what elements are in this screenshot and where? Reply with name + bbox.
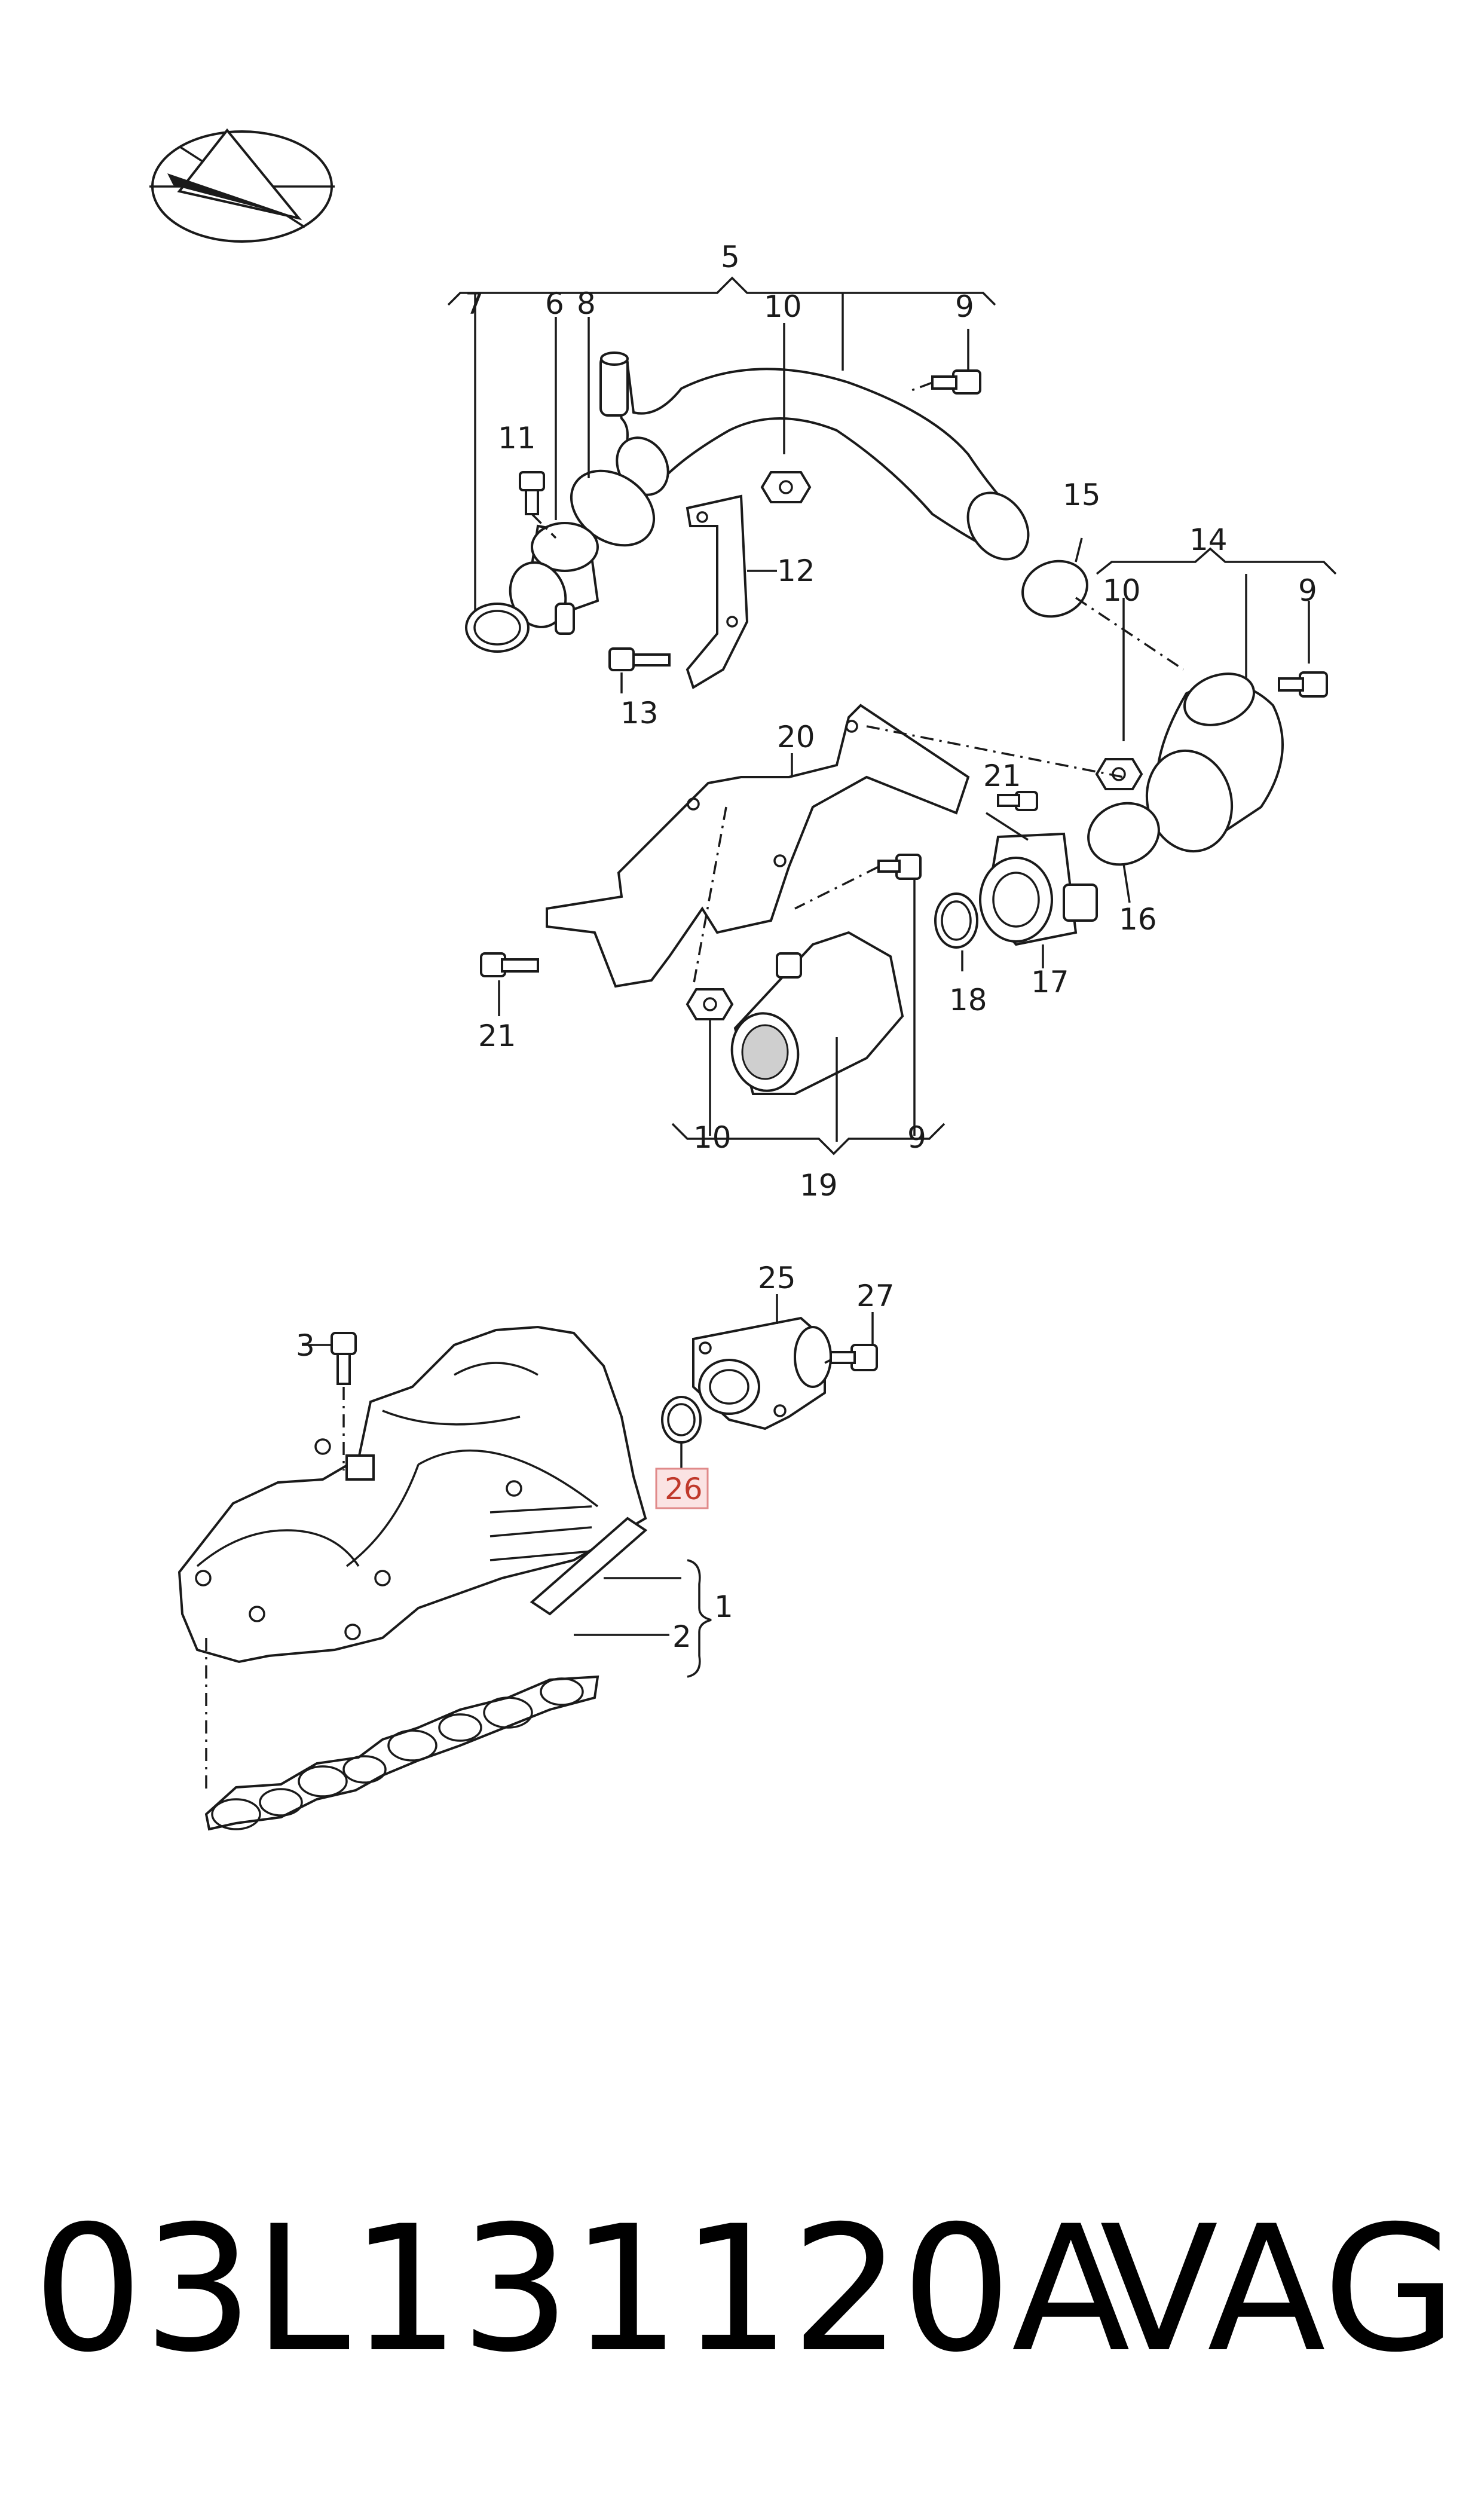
callout-14: 14 bbox=[1189, 522, 1228, 557]
callout-17: 17 bbox=[1031, 965, 1069, 999]
bolt-part-11 bbox=[519, 471, 545, 515]
bolt-part-13 bbox=[608, 647, 671, 671]
callout-3: 3 bbox=[296, 1328, 315, 1363]
sensor-part-17 bbox=[979, 832, 1098, 946]
callout-9-top: 9 bbox=[955, 289, 974, 324]
bolt-part-9-top bbox=[931, 369, 981, 395]
callout-9-lower: 9 bbox=[907, 1120, 926, 1155]
callout-25: 25 bbox=[758, 1261, 796, 1295]
bolt-part-9-lower bbox=[877, 854, 922, 880]
callout-26-highlight bbox=[655, 1468, 709, 1509]
clamp-part-16 bbox=[1087, 802, 1160, 866]
callout-5: 5 bbox=[721, 240, 740, 274]
gasket-strip bbox=[530, 1517, 648, 1616]
clamp-part-15 bbox=[1021, 560, 1088, 618]
nut-part-10-right bbox=[1095, 758, 1143, 790]
callout-15: 15 bbox=[1063, 478, 1101, 512]
callout-19: 19 bbox=[800, 1168, 838, 1203]
callout-8: 8 bbox=[577, 286, 596, 321]
bracket-part-12 bbox=[686, 494, 749, 689]
callout-10-lower: 10 bbox=[693, 1120, 732, 1155]
connector-part-6 bbox=[509, 522, 599, 635]
nut-part-10-lower bbox=[686, 988, 734, 1020]
bracket-part-20 bbox=[546, 704, 970, 988]
callout-21-left: 21 bbox=[478, 1019, 516, 1053]
callout-21-right: 21 bbox=[983, 759, 1021, 793]
part-number: 03L131120A bbox=[33, 2189, 1131, 2390]
callout-16: 16 bbox=[1119, 902, 1157, 937]
bolt-part-9-right bbox=[1278, 671, 1328, 698]
bolt-part-3 bbox=[331, 1332, 357, 1385]
bolt-part-21-left bbox=[480, 952, 539, 977]
callout-27: 27 bbox=[856, 1279, 895, 1313]
callout-12: 12 bbox=[777, 554, 815, 588]
brand-name: VAG bbox=[1100, 2189, 1457, 2390]
callout-6: 6 bbox=[545, 286, 564, 321]
intake-manifold-part-1 bbox=[178, 1325, 647, 1664]
callout-1: 1 bbox=[714, 1589, 733, 1624]
egr-valve-part-25 bbox=[692, 1316, 832, 1430]
callout-10-top: 10 bbox=[764, 289, 802, 324]
compass-icon bbox=[149, 128, 335, 243]
callout-10-right: 10 bbox=[1103, 573, 1141, 608]
bracket-group-5 bbox=[447, 276, 996, 634]
callout-26: 26 bbox=[665, 1472, 703, 1506]
callout-20: 20 bbox=[777, 720, 815, 754]
callout-13: 13 bbox=[620, 696, 659, 730]
callout-11: 11 bbox=[498, 421, 536, 455]
pipe-part-5 bbox=[599, 351, 1030, 561]
callout-18: 18 bbox=[949, 983, 987, 1017]
nut-part-10-top bbox=[760, 471, 812, 503]
intake-pipe-part-19 bbox=[730, 931, 904, 1095]
bolt-part-27 bbox=[830, 1344, 878, 1371]
manifold-gasket-part-2 bbox=[204, 1675, 599, 1831]
callout-2: 2 bbox=[672, 1619, 691, 1654]
elbow-part-14 bbox=[1145, 672, 1284, 853]
callout-9-right: 9 bbox=[1298, 573, 1317, 608]
bolt-part-21-right bbox=[997, 791, 1038, 811]
callout-7: 7 bbox=[465, 286, 484, 321]
